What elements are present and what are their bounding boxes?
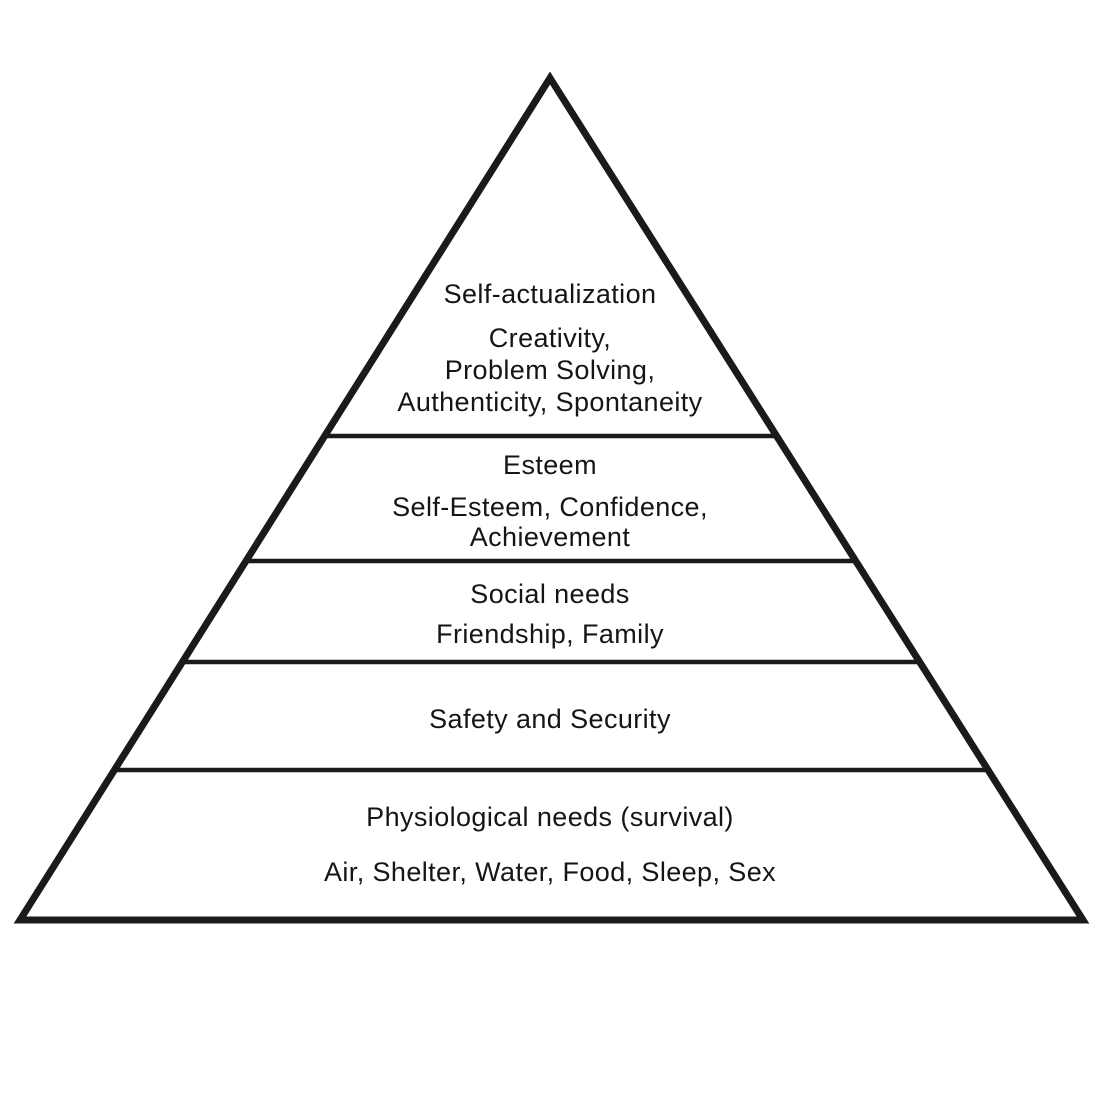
level-physiological-title: Physiological needs (survival) (366, 802, 734, 832)
level-self-actualization-detail-line: Creativity, (488, 323, 612, 353)
level-esteem-detail-line: Achievement (469, 522, 631, 552)
level-self-actualization-title: Self-actualization (443, 279, 657, 309)
pyramid-outline (13, 71, 1090, 924)
level-safety-title: Safety and Security (429, 704, 671, 734)
level-physiological-detail-line: Air, Shelter, Water, Food, Sleep, Sex (323, 857, 777, 887)
level-esteem-title: Esteem (503, 450, 597, 480)
level-social-needs-title: Social needs (470, 579, 630, 609)
level-esteem-detail-line: Self-Esteem, Confidence, (392, 492, 708, 522)
level-self-actualization-detail-line: Problem Solving, (444, 355, 656, 385)
level-social-needs-detail-line: Friendship, Family (436, 619, 664, 649)
level-self-actualization-detail-line: Authenticity, Spontaneity (397, 387, 703, 417)
